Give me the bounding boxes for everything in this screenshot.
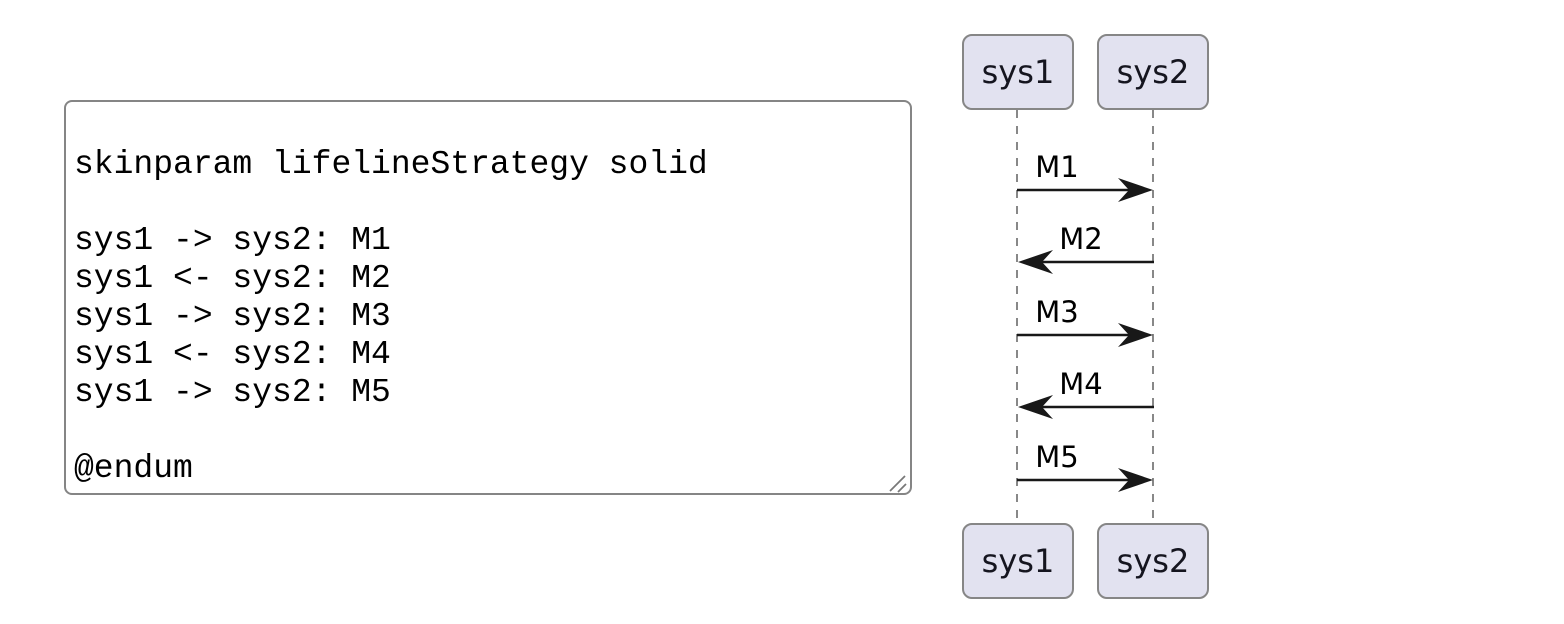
- lifeline-sys1: [1016, 110, 1018, 523]
- participant-box-sys1-bottom: sys1: [962, 523, 1074, 599]
- message-label: M5: [1035, 440, 1079, 474]
- participant-label: sys1: [981, 53, 1055, 91]
- uml-source-input[interactable]: skinparam lifelineStrategy solid sys1 ->…: [64, 100, 912, 495]
- message-arrow-right-icon: [1017, 468, 1153, 492]
- participant-box-sys1-top: sys1: [962, 34, 1074, 110]
- participant-box-sys2-bottom: sys2: [1097, 523, 1209, 599]
- participant-label: sys2: [1116, 53, 1190, 91]
- message-arrow-left-icon: [1018, 395, 1154, 419]
- participant-box-sys2-top: sys2: [1097, 34, 1209, 110]
- message-arrow-right-icon: [1017, 178, 1153, 202]
- lifeline-sys2: [1152, 110, 1154, 523]
- participant-label: sys1: [981, 542, 1055, 580]
- message-label: M2: [1059, 222, 1103, 256]
- message-arrow-left-icon: [1018, 250, 1154, 274]
- message-label: M1: [1035, 150, 1079, 184]
- message-arrow-right-icon: [1017, 323, 1153, 347]
- participant-label: sys2: [1116, 542, 1190, 580]
- textarea-resize-handle-icon[interactable]: [888, 474, 908, 494]
- message-label: M3: [1035, 295, 1079, 329]
- message-label: M4: [1059, 367, 1103, 401]
